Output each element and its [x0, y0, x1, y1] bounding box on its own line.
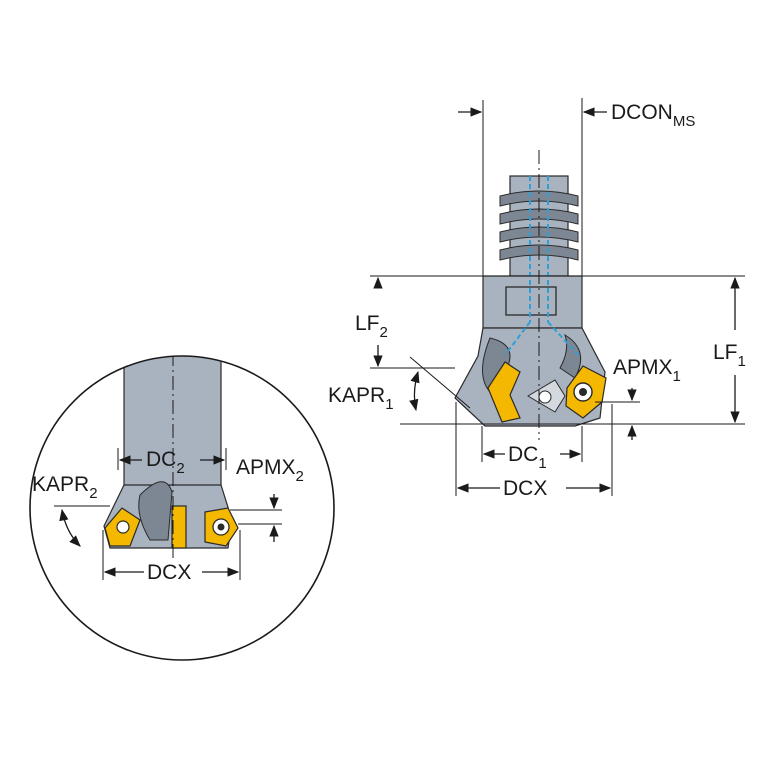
detail-insert-center	[171, 505, 187, 549]
kapr2-label: KAPR2	[32, 473, 98, 502]
dcx-main-label: DCX	[503, 477, 547, 500]
tool-body	[482, 275, 583, 329]
dc2-label: DC2	[146, 448, 185, 477]
dcx-detail-label: DCX	[147, 561, 191, 584]
kapr1-label: KAPR1	[328, 384, 394, 413]
insert-left	[487, 361, 521, 423]
main-tool-view: DCONMS LF2 LF1 APMX1 KAPR1 DC1 DCX	[328, 98, 746, 500]
dc1-label: DC1	[508, 443, 547, 472]
detail-view: DC2 APMX2 KAPR2 DCX	[29, 355, 335, 661]
lf2-label: LF2	[355, 312, 388, 341]
lf1-label: LF1	[713, 341, 746, 370]
detail-circle	[29, 355, 335, 661]
apmx2-label: APMX2	[236, 456, 304, 485]
apmx1-label: APMX1	[613, 356, 681, 385]
coolant-channels	[504, 176, 579, 356]
chip-pocket-right	[559, 333, 582, 379]
dcon-ms-label: DCONMS	[611, 101, 695, 130]
